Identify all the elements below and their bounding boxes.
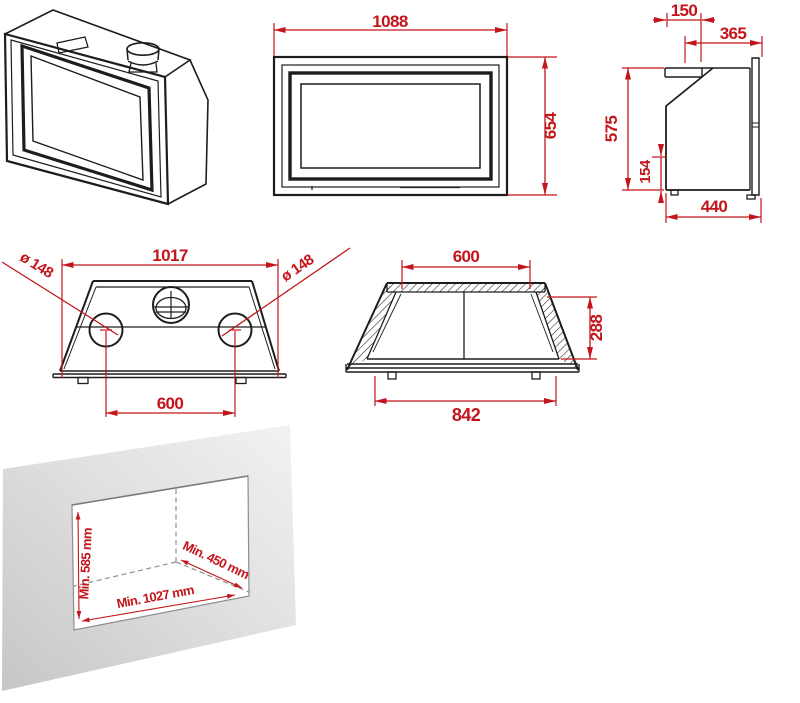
dim-top-overall-width: 1017 xyxy=(61,246,279,378)
dim-label-side-flue-to-front: 365 xyxy=(720,24,747,43)
dim-front-height: 654 xyxy=(508,56,560,196)
top-vent-detail xyxy=(56,36,89,54)
dim-side-depth: 440 xyxy=(665,193,762,223)
fan-grille-icon xyxy=(152,286,190,324)
dim-label-top-overall-width: 1017 xyxy=(152,246,188,265)
dim-label-side-lower-height: 154 xyxy=(637,159,654,183)
dim-label-left-outlet: ø 148 xyxy=(17,249,56,282)
dim-right-outlet-diameter: ø 148 xyxy=(221,247,351,337)
dim-label-section-base-width: 842 xyxy=(452,405,481,425)
dim-side-flue-width: 150 xyxy=(653,1,715,62)
base-plate xyxy=(52,373,287,379)
flue-stub xyxy=(664,68,703,78)
front-frame-profile xyxy=(751,57,760,196)
front-view: 1088 654 xyxy=(272,12,560,197)
side-view: 150 365 575 154 440 xyxy=(602,1,763,223)
dim-label-front-height: 654 xyxy=(541,112,560,140)
dim-left-outlet-diameter: ø 148 xyxy=(1,249,119,336)
isometric-view xyxy=(3,9,209,206)
dim-label-section-top-width: 600 xyxy=(453,247,480,266)
dim-label-front-width: 1088 xyxy=(372,12,408,31)
dim-label-side-flue-width: 150 xyxy=(671,1,698,20)
dim-label-niche-min-height: Min. 585 mm xyxy=(76,528,95,600)
dim-side-lower-height: 154 xyxy=(637,144,666,203)
dim-label-outlet-spacing: 600 xyxy=(157,394,184,413)
top-view: 1017 ø 148 ø 148 600 xyxy=(1,246,351,417)
dim-section-inner-height: 288 xyxy=(547,296,606,360)
installation-view: Min. 585 mm Min. 450 mm Min. 1027 mm xyxy=(2,425,296,691)
flue-cylinder-icon xyxy=(126,41,160,73)
dim-label-side-height: 575 xyxy=(602,116,621,143)
dim-side-height: 575 xyxy=(602,67,664,191)
dim-label-right-outlet: ø 148 xyxy=(278,251,317,285)
dim-outlet-spacing: 600 xyxy=(100,329,241,417)
dim-side-flue-to-front: 365 xyxy=(684,24,763,63)
dim-label-section-inner-height: 288 xyxy=(587,315,606,342)
section-view: 600 288 842 xyxy=(345,247,606,425)
dim-section-base-width: 842 xyxy=(374,376,557,425)
dim-niche-min-height: Min. 585 mm xyxy=(75,511,95,620)
dim-front-width: 1088 xyxy=(273,12,508,56)
dim-label-side-depth: 440 xyxy=(701,197,728,216)
base-plate xyxy=(345,363,580,373)
dim-section-top-width: 600 xyxy=(401,247,531,289)
